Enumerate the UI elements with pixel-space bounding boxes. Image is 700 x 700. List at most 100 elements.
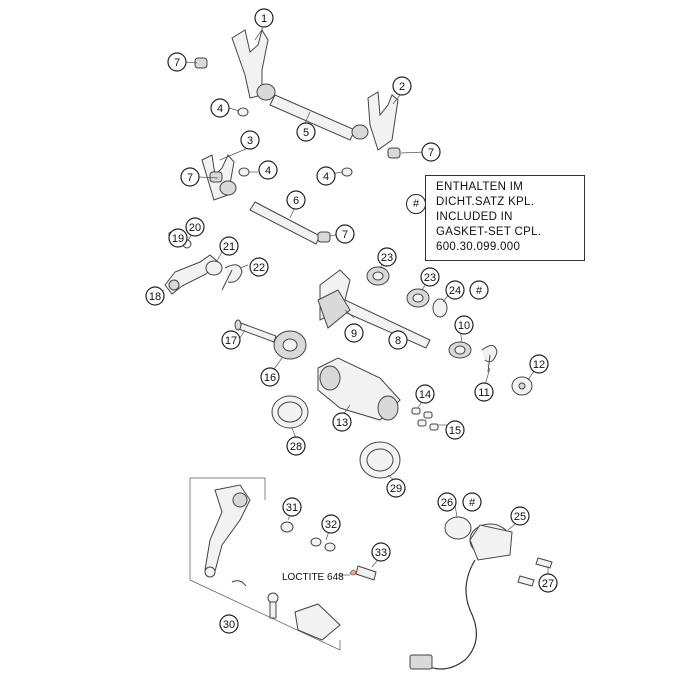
callout-7-right: 7 — [421, 142, 441, 162]
spring-7-mid — [209, 171, 223, 183]
svg-text:7: 7 — [174, 57, 180, 69]
callout-3: 3 — [240, 130, 260, 150]
callout-11: 11 — [474, 382, 494, 402]
spring-7-low — [317, 231, 331, 243]
shift-fork-2 — [351, 91, 399, 151]
svg-text:25: 25 — [514, 511, 526, 523]
callout-20: 20 — [185, 217, 205, 237]
callout-31: 31 — [282, 497, 302, 517]
svg-text:13: 13 — [336, 417, 348, 429]
callout-22: 22 — [249, 257, 269, 277]
svg-text:1: 1 — [261, 13, 267, 25]
bolt-17 — [234, 319, 277, 343]
svg-text:7: 7 — [428, 147, 434, 159]
spring-7-right — [387, 147, 401, 159]
callout-4-right: 4 — [316, 166, 336, 186]
shift-pedal — [204, 484, 251, 578]
callout-8: 8 — [388, 330, 408, 350]
spring-22 — [221, 264, 243, 291]
callout-7-mid: 7 — [180, 167, 200, 187]
callout-33: 33 — [371, 542, 391, 562]
svg-text:17: 17 — [225, 335, 237, 347]
svg-text:5: 5 — [303, 127, 309, 139]
svg-text:30: 30 — [223, 619, 235, 631]
svg-text:22: 22 — [253, 262, 265, 274]
callout-6: 6 — [286, 190, 306, 210]
pedal-pivot — [294, 603, 341, 641]
gasket-note-line-5: 600.30.099.000 — [436, 241, 521, 253]
bearing-23-b — [406, 288, 430, 308]
callout-28: 28 — [286, 436, 306, 456]
callout-17: 17 — [221, 330, 241, 350]
svg-text:15: 15 — [449, 425, 461, 437]
svg-text:10: 10 — [458, 320, 470, 332]
callout-4-top: 4 — [210, 98, 230, 118]
callout-14: 14 — [415, 384, 435, 404]
gasket-note-line-3: INCLUDED IN — [436, 211, 513, 223]
pin-4-mid — [238, 167, 250, 177]
callout-18: 18 — [145, 286, 165, 306]
screw-33 — [355, 565, 377, 581]
svg-text:16: 16 — [264, 372, 276, 384]
callout-25: 25 — [510, 506, 530, 526]
svg-text:4: 4 — [217, 103, 223, 115]
callout-16: 16 — [260, 367, 280, 387]
bushing-10 — [448, 341, 472, 359]
svg-text:29: 29 — [390, 483, 402, 495]
shift-drum-13 — [317, 357, 401, 421]
svg-text:32: 32 — [325, 519, 337, 531]
callout-19: 19 — [168, 228, 188, 248]
svg-text:9: 9 — [351, 328, 357, 340]
spring-11 — [481, 345, 498, 373]
washer-12 — [511, 376, 533, 396]
hash-marker-26: # — [462, 492, 482, 512]
callout-29: 29 — [386, 478, 406, 498]
washers-32 — [310, 537, 336, 552]
callout-7-low: 7 — [335, 224, 355, 244]
callout-30: 30 — [219, 614, 239, 634]
callout-7-top: 7 — [167, 52, 187, 72]
svg-text:20: 20 — [189, 222, 201, 234]
bearing-28 — [271, 395, 309, 429]
callout-13: 13 — [332, 412, 352, 432]
callout-21: 21 — [219, 236, 239, 256]
svg-text:26: 26 — [441, 497, 453, 509]
svg-text:#: # — [476, 285, 483, 297]
callout-27: 27 — [538, 573, 558, 593]
shift-fork-1 — [231, 28, 276, 101]
bushing-21 — [205, 260, 223, 276]
shift-drum-locating-16 — [273, 330, 307, 360]
callout-12: 12 — [529, 354, 549, 374]
gasket-note-box: ENTHALTEN IM DICHT.SATZ KPL. INCLUDED IN… — [425, 175, 585, 261]
gasket-note-line-2: DICHT.SATZ KPL. — [436, 196, 535, 208]
svg-text:7: 7 — [187, 172, 193, 184]
svg-text:14: 14 — [419, 389, 431, 401]
svg-text:27: 27 — [542, 578, 554, 590]
callout-9: 9 — [344, 323, 364, 343]
pins-14-15 — [411, 407, 439, 431]
svg-text:21: 21 — [223, 241, 235, 253]
callout-23-b: 23 — [420, 267, 440, 287]
gasket-note-line-4: GASKET-SET CPL. — [436, 226, 542, 238]
svg-text:33: 33 — [375, 547, 387, 559]
callout-5: 5 — [296, 122, 316, 142]
svg-text:3: 3 — [247, 135, 253, 147]
oring-26 — [444, 516, 472, 540]
svg-text:8: 8 — [395, 335, 401, 347]
callout-32: 32 — [321, 514, 341, 534]
pin-4-right — [341, 167, 353, 177]
screws-27 — [517, 557, 553, 587]
svg-text:4: 4 — [265, 165, 271, 177]
hash-marker-24: # — [469, 280, 489, 300]
shift-lever-kit-box — [189, 477, 341, 651]
callout-26: 26 — [437, 492, 457, 512]
shift-shaft-6 — [249, 201, 321, 245]
loctite-label: LOCTITE 648 — [282, 572, 344, 583]
svg-text:7: 7 — [342, 229, 348, 241]
svg-text:2: 2 — [399, 81, 405, 93]
gasket-note-marker: # — [406, 194, 426, 214]
svg-text:18: 18 — [149, 291, 161, 303]
callout-23-a: 23 — [377, 247, 397, 267]
svg-text:31: 31 — [286, 502, 298, 514]
